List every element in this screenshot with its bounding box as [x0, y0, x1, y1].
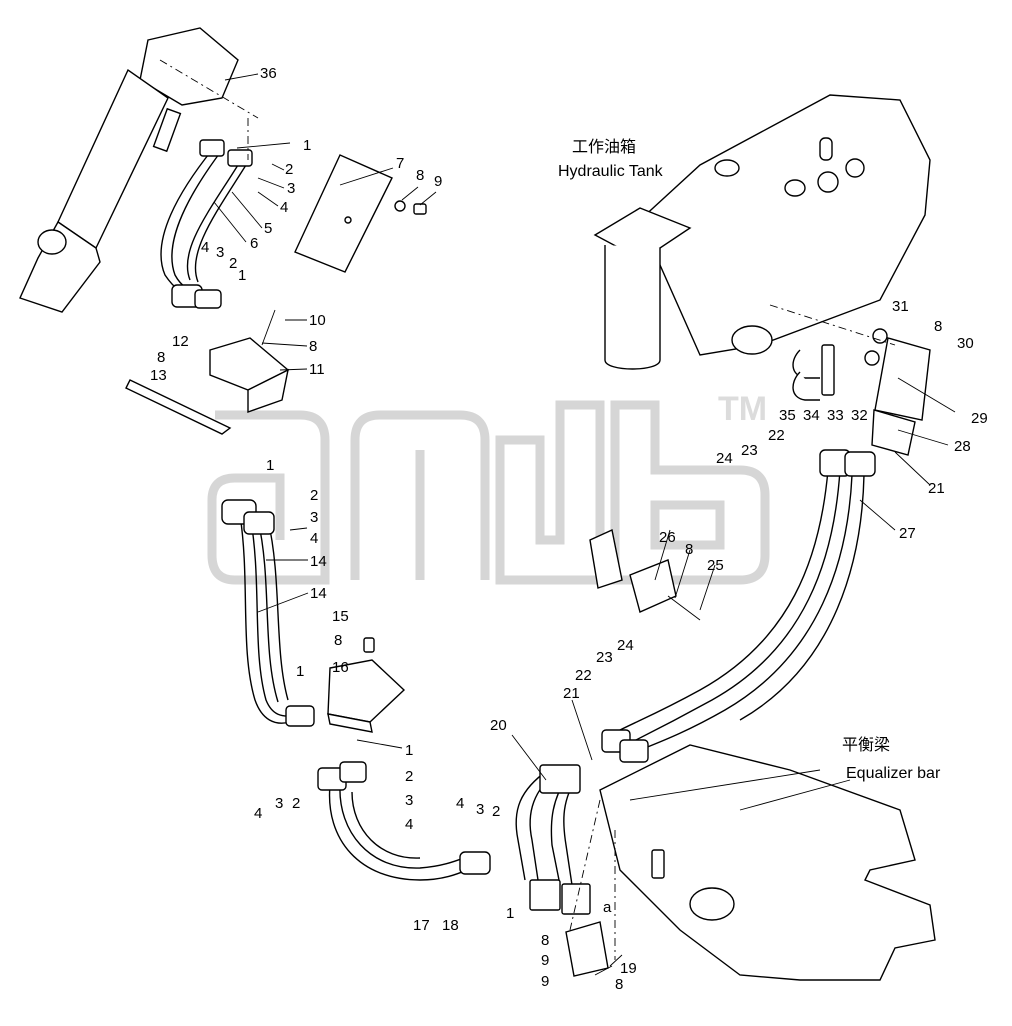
callout-23: 23 [741, 442, 758, 459]
hydraulic-tank-label-en: Hydraulic Tank [558, 163, 664, 180]
callout-3: 3 [405, 792, 413, 809]
callout-6: 6 [250, 235, 258, 252]
callout-4: 4 [280, 199, 288, 216]
callout-26: 26 [659, 529, 676, 546]
callout-8: 8 [685, 541, 693, 558]
callout-24: 24 [617, 637, 634, 654]
trademark-mark: TM [718, 390, 767, 428]
callout-14: 14 [310, 585, 327, 602]
callout-4: 4 [405, 816, 413, 833]
callout-10: 10 [309, 312, 326, 329]
hose-assembly-17-18 [317, 761, 491, 881]
equalizer-bar [599, 744, 936, 981]
pipe-assembly-20 [515, 764, 609, 977]
callout-7: 7 [396, 155, 404, 172]
callout-31: 31 [892, 298, 909, 315]
equalizer-bar-label-cn: 平衡梁 [842, 735, 890, 754]
callout-2: 2 [292, 795, 300, 812]
bracket-26 [589, 528, 701, 621]
callout-8: 8 [934, 318, 942, 335]
callout-23: 23 [596, 649, 613, 666]
callout-8: 8 [541, 932, 549, 949]
valve-block-11 [125, 309, 290, 435]
callout-22: 22 [768, 427, 785, 444]
callout-8: 8 [334, 632, 342, 649]
center-lines [159, 59, 896, 960]
detail-reference-a: a [603, 899, 612, 916]
callout-4: 4 [201, 239, 209, 256]
callout-8: 8 [615, 976, 623, 993]
callout-14: 14 [310, 553, 327, 570]
right-fittings [792, 328, 931, 456]
mounting-plate-7 [294, 154, 427, 273]
callout-28: 28 [954, 438, 971, 455]
bracket-16 [327, 637, 406, 733]
callout-30: 30 [957, 335, 974, 352]
callout-15: 15 [332, 608, 349, 625]
callout-2: 2 [310, 487, 318, 504]
hydraulic-tank [593, 94, 931, 370]
callout-2: 2 [492, 803, 500, 820]
callout-3: 3 [287, 180, 295, 197]
callout-3: 3 [216, 244, 224, 261]
hydraulic-tank-label-cn: 工作油箱 [572, 137, 636, 156]
callout-20: 20 [490, 717, 507, 734]
callout-24: 24 [716, 450, 733, 467]
callout-2: 2 [405, 768, 413, 785]
callout-21: 21 [563, 685, 580, 702]
callout-9: 9 [541, 952, 549, 969]
callout-1: 1 [506, 905, 514, 922]
callout-1: 1 [266, 457, 274, 474]
equalizer-bar-label-en: Equalizer bar [846, 765, 941, 782]
callout-9: 9 [434, 173, 442, 190]
callout-18: 18 [442, 917, 459, 934]
callout-27: 27 [899, 525, 916, 542]
callout-2: 2 [229, 255, 237, 272]
callout-33: 33 [827, 407, 844, 424]
callout-4: 4 [254, 805, 262, 822]
callout-5: 5 [264, 220, 272, 237]
callout-11: 11 [309, 361, 325, 378]
watermark-logo: TM [207, 390, 770, 585]
callout-35: 35 [779, 407, 796, 424]
callout-1: 1 [303, 137, 311, 154]
callout-32: 32 [851, 407, 868, 424]
callout-3: 3 [476, 801, 484, 818]
callout-36: 36 [260, 65, 277, 82]
callout-13: 13 [150, 367, 167, 384]
callout-3: 3 [310, 509, 318, 526]
callout-16: 16 [332, 659, 349, 676]
callout-25: 25 [707, 557, 724, 574]
callout-8: 8 [309, 338, 317, 355]
callout-1: 1 [238, 267, 246, 284]
callout-1: 1 [405, 742, 413, 759]
callout-22: 22 [575, 667, 592, 684]
hydraulic-cylinder [19, 27, 239, 313]
hose-assembly-27 [601, 449, 876, 763]
callout-8: 8 [416, 167, 424, 184]
callout-4: 4 [456, 795, 464, 812]
hose-assembly-14 [221, 499, 315, 727]
callout-19: 19 [620, 960, 637, 977]
callout-4: 4 [310, 530, 318, 547]
callout-1: 1 [296, 663, 304, 680]
part-callouts: 36 1 2 3 4 5 6 7 8 9 4 3 2 1 10 12 8 11 … [150, 65, 988, 993]
callout-3: 3 [275, 795, 283, 812]
callout-8: 8 [157, 349, 165, 366]
callout-9: 9 [541, 973, 549, 990]
callout-2: 2 [285, 161, 293, 178]
callout-17: 17 [413, 917, 430, 934]
callout-21: 21 [928, 480, 945, 497]
callout-12: 12 [172, 333, 189, 350]
hose-assembly-5-6 [160, 139, 253, 309]
callout-29: 29 [971, 410, 988, 427]
leader-lines [213, 73, 956, 976]
callout-34: 34 [803, 407, 820, 424]
